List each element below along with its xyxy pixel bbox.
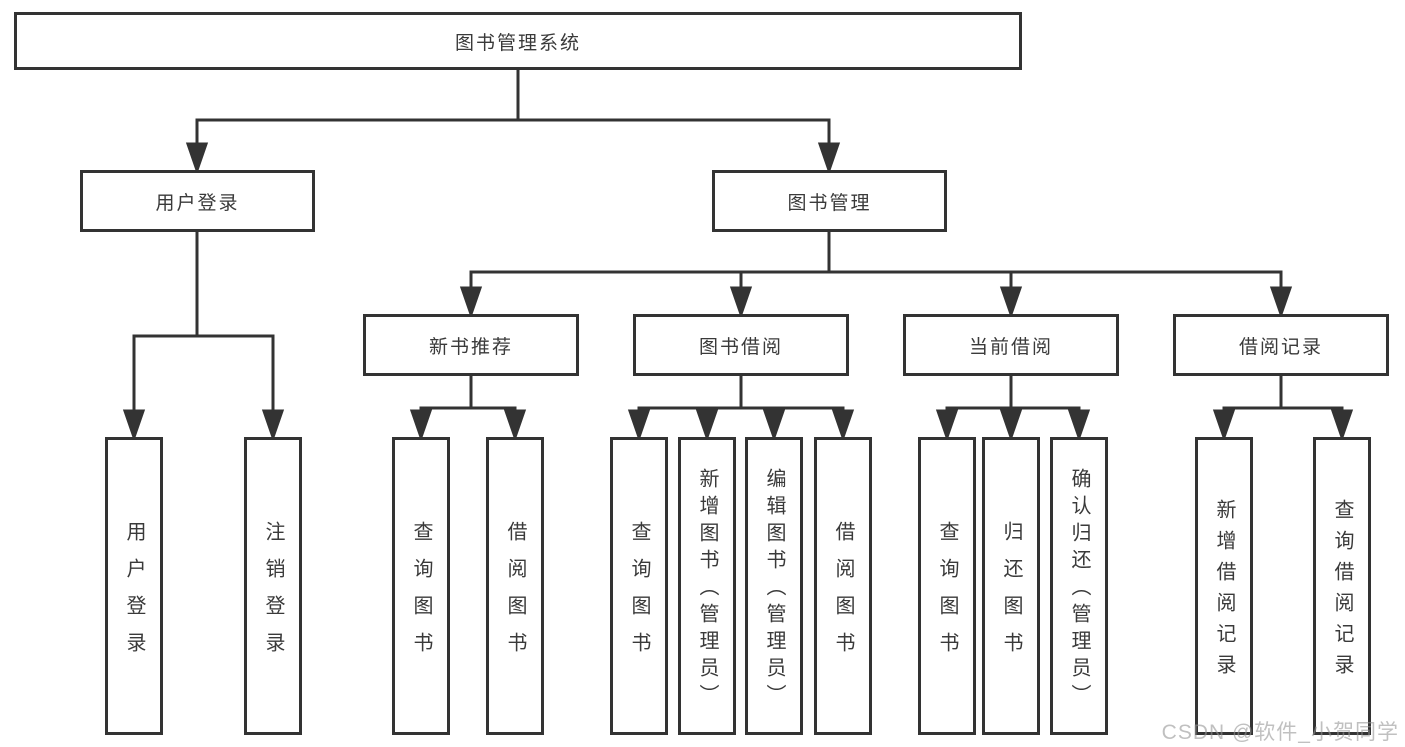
leaf-label: 查询图书 <box>410 520 432 669</box>
node-label: 用户登录 <box>155 192 240 214</box>
leaf-borrow-books-recommend: 借阅图书 <box>486 437 544 735</box>
node-book-borrowing: 图书借阅 <box>633 314 849 376</box>
leaf-label: 借阅图书 <box>832 520 854 669</box>
node-current-borrowing: 当前借阅 <box>903 314 1119 376</box>
leaf-user-login: 用户登录 <box>105 437 163 735</box>
node-borrowing-records: 借阅记录 <box>1173 314 1389 376</box>
leaf-query-borrow-record: 查询借阅记录 <box>1313 437 1371 735</box>
leaf-label: 注销登录 <box>262 520 284 669</box>
leaf-add-borrow-record: 新增借阅记录 <box>1195 437 1253 735</box>
leaf-borrow-books: 借阅图书 <box>814 437 872 735</box>
leaf-label: 查询图书 <box>628 520 650 669</box>
node-label: 图书管理系统 <box>454 32 581 54</box>
node-new-book-recommendation: 新书推荐 <box>363 314 579 376</box>
leaf-edit-books-admin: 编辑图书（管理员） <box>745 437 803 735</box>
leaf-add-books-admin: 新增图书（管理员） <box>678 437 736 735</box>
leaf-logout-login: 注销登录 <box>244 437 302 735</box>
leaf-label: 新增借阅记录 <box>1213 498 1235 685</box>
node-label: 新书推荐 <box>428 336 513 358</box>
node-library-management-system: 图书管理系统 <box>14 12 1022 70</box>
leaf-label: 编辑图书（管理员） <box>763 468 785 711</box>
leaf-label: 归还图书 <box>1000 520 1022 669</box>
leaf-label: 确认归还（管理员） <box>1068 468 1090 711</box>
node-label: 当前借阅 <box>968 336 1053 358</box>
leaf-return-books: 归还图书 <box>982 437 1040 735</box>
leaf-label: 用户登录 <box>123 520 145 669</box>
csdn-watermark: CSDN @软件_小贺同学 <box>1161 721 1399 744</box>
leaf-query-books-borrow: 查询图书 <box>610 437 668 735</box>
node-label: 图书管理 <box>787 192 872 214</box>
node-book-management: 图书管理 <box>712 170 947 232</box>
leaf-query-books-recommend: 查询图书 <box>392 437 450 735</box>
leaf-label: 查询借阅记录 <box>1331 498 1353 685</box>
leaf-confirm-return-admin: 确认归还（管理员） <box>1050 437 1108 735</box>
node-label: 借阅记录 <box>1238 336 1323 358</box>
leaf-label: 借阅图书 <box>504 520 526 669</box>
leaf-label: 查询图书 <box>936 520 958 669</box>
leaf-query-books-current: 查询图书 <box>918 437 976 735</box>
node-user-login: 用户登录 <box>80 170 315 232</box>
leaf-label: 新增图书（管理员） <box>696 468 718 711</box>
node-label: 图书借阅 <box>698 336 783 358</box>
